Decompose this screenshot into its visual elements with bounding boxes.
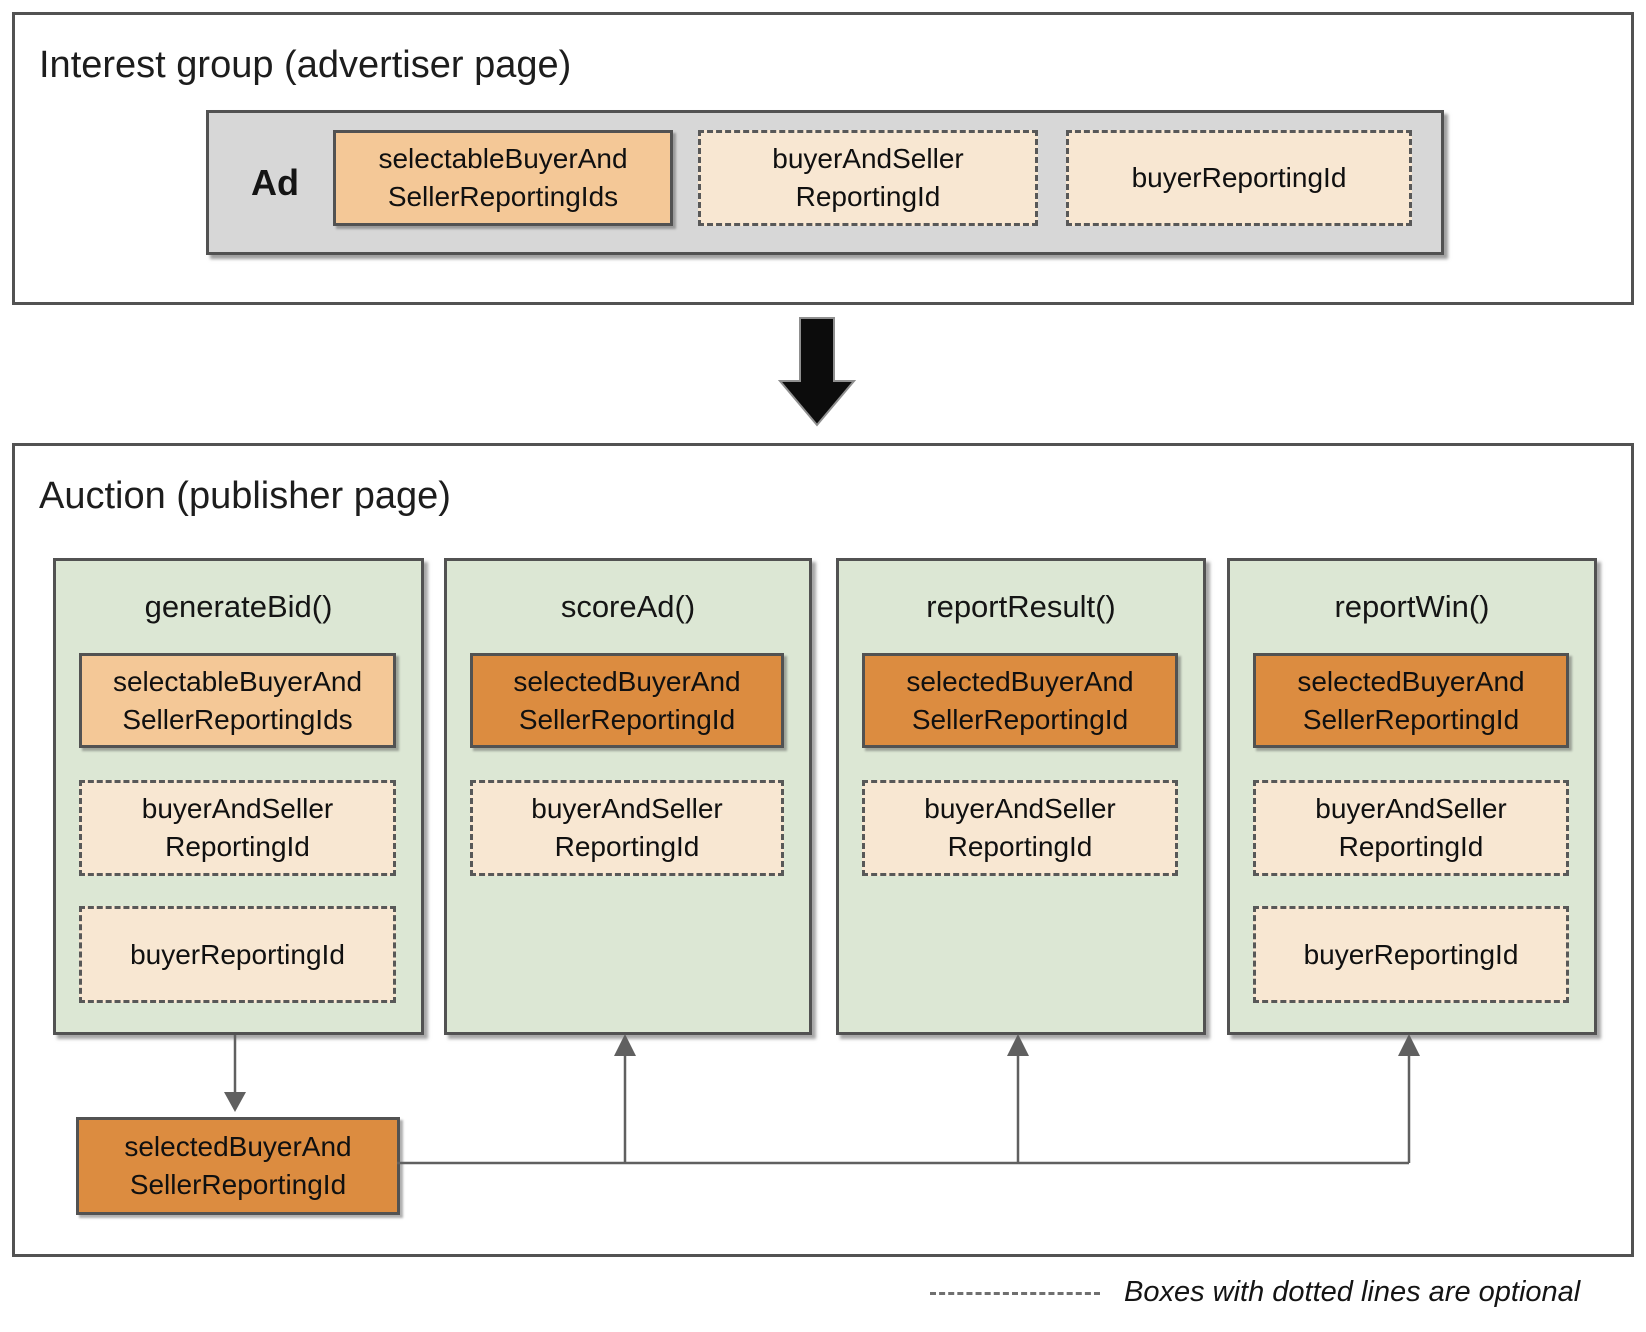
report-result-panel: reportResult() selectedBuyerAnd SellerRe… <box>836 558 1206 1035</box>
generate-bid-panel: generateBid() selectableBuyerAnd SellerR… <box>53 558 424 1035</box>
score-ad-title: scoreAd() <box>560 589 696 624</box>
down-arrow-icon <box>777 317 857 427</box>
report-result-title: reportResult() <box>926 589 1116 624</box>
selected-buyer-and-seller-reporting-id-box: selectedBuyerAnd SellerReportingId <box>1253 653 1569 748</box>
buyer-reporting-id-box: buyerReportingId <box>79 906 396 1003</box>
interest-group-section: Interest group (advertiser page) Ad sele… <box>12 12 1634 305</box>
legend-dashed-line <box>930 1292 1100 1295</box>
ad-label: Ad <box>251 161 299 203</box>
selectable-buyer-and-seller-reporting-ids-box: selectableBuyerAnd SellerReportingIds <box>333 130 673 226</box>
generate-bid-title: generateBid() <box>144 589 333 624</box>
buyer-and-seller-reporting-id-box: buyerAndSeller ReportingId <box>1253 780 1569 876</box>
interest-group-title: Interest group (advertiser page) <box>39 44 572 86</box>
selected-buyer-and-seller-reporting-id-box: selectedBuyerAnd SellerReportingId <box>862 653 1178 748</box>
report-win-panel: reportWin() selectedBuyerAnd SellerRepor… <box>1227 558 1597 1035</box>
buyer-and-seller-reporting-id-box: buyerAndSeller ReportingId <box>470 780 784 876</box>
selectable-buyer-and-seller-reporting-ids-box: selectableBuyerAnd SellerReportingIds <box>79 653 396 748</box>
auction-title: Auction (publisher page) <box>39 475 451 517</box>
selected-buyer-and-seller-reporting-id-output-box: selectedBuyerAnd SellerReportingId <box>76 1117 400 1215</box>
buyer-and-seller-reporting-id-box: buyerAndSeller ReportingId <box>698 130 1038 226</box>
legend-label: Boxes with dotted lines are optional <box>1124 1276 1581 1308</box>
report-win-title: reportWin() <box>1334 589 1490 624</box>
buyer-reporting-id-box: buyerReportingId <box>1253 906 1569 1003</box>
auction-section: Auction (publisher page) generateBid() s… <box>12 443 1634 1257</box>
buyer-and-seller-reporting-id-box: buyerAndSeller ReportingId <box>79 780 396 876</box>
buyer-and-seller-reporting-id-box: buyerAndSeller ReportingId <box>862 780 1178 876</box>
ad-container: Ad selectableBuyerAnd SellerReportingIds… <box>206 110 1444 255</box>
selected-buyer-and-seller-reporting-id-box: selectedBuyerAnd SellerReportingId <box>470 653 784 748</box>
score-ad-panel: scoreAd() selectedBuyerAnd SellerReporti… <box>444 558 812 1035</box>
buyer-reporting-id-box: buyerReportingId <box>1066 130 1412 226</box>
